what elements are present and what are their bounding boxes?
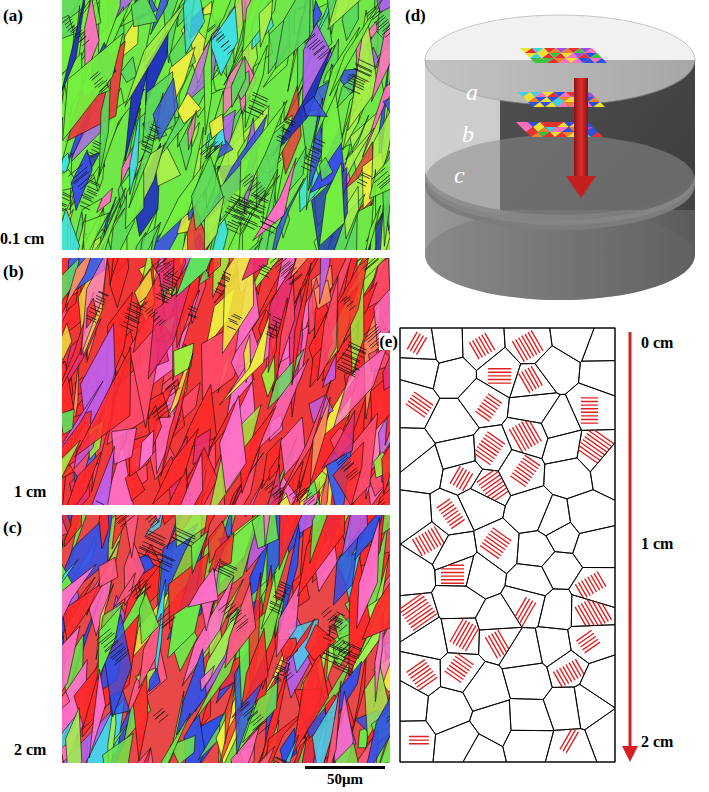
depth-label: 0.1 cm (0, 231, 44, 247)
orientation-map-slice (520, 48, 607, 63)
slice-letter: b (462, 122, 474, 146)
orientation-map-slice (516, 122, 603, 137)
panel-label: (a) (3, 7, 23, 24)
slice-letter: a (466, 80, 478, 104)
panel-label: (b) (3, 263, 24, 280)
depth-label: 2 cm (14, 742, 46, 758)
depth-label: 2 cm (641, 734, 673, 750)
cylinder-sample (425, 15, 695, 300)
grain-schematic (399, 328, 616, 762)
depth-label: 1 cm (14, 484, 46, 500)
scale-bar-label: 50μm (327, 772, 363, 787)
depth-arrowhead (622, 746, 638, 762)
ebsd-map (62, 515, 390, 763)
slice-letter: c (454, 163, 465, 187)
depth-label: 1 cm (641, 536, 673, 552)
depth-label: 0 cm (641, 335, 673, 351)
panel-label: (d) (405, 7, 426, 24)
scale-bar (305, 766, 385, 769)
ebsd-map (62, 258, 390, 505)
panel-label: (c) (3, 519, 22, 536)
depth-arrow (629, 332, 632, 748)
panel-label: (e) (379, 333, 398, 350)
orientation-map-slice (518, 92, 605, 107)
grain-schematic-frame (400, 328, 615, 762)
ebsd-map (62, 0, 390, 250)
